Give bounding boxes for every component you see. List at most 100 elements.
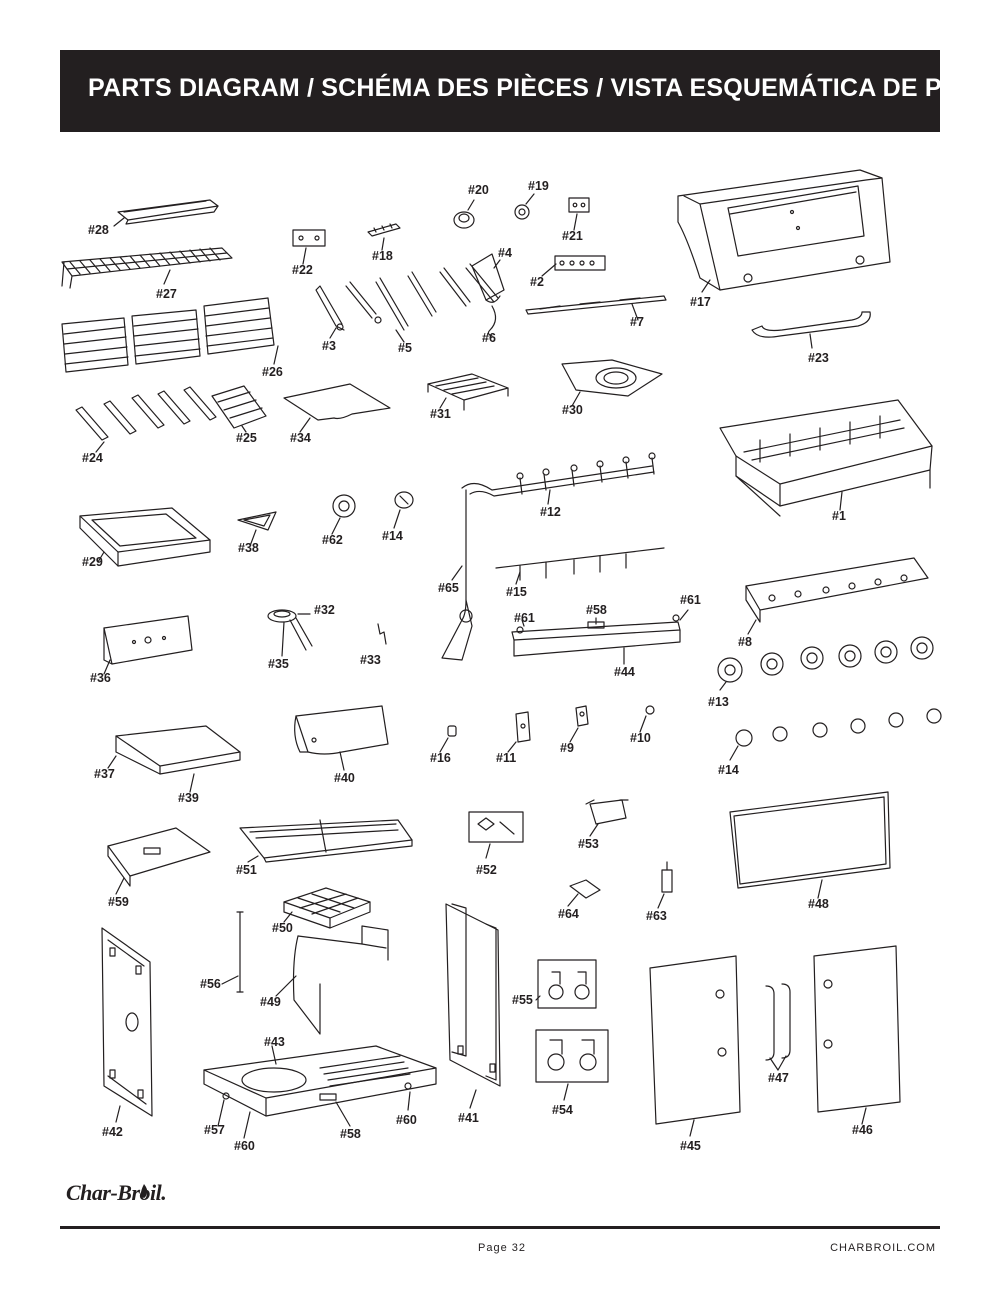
part-label-p60b: #60 — [396, 1113, 417, 1127]
part-6-drawing — [487, 305, 497, 337]
part-label-p37: #37 — [94, 767, 115, 781]
part-label-p43: #43 — [264, 1035, 285, 1049]
part-19-drawing — [514, 204, 530, 220]
part-25-drawing — [211, 385, 267, 429]
part-label-p38: #38 — [238, 541, 259, 555]
part-1-drawing — [719, 399, 933, 517]
part-label-p58b: #58 — [340, 1127, 361, 1141]
part-label-p30: #30 — [562, 403, 583, 417]
part-label-p41: #41 — [458, 1111, 479, 1125]
part-16-drawing — [447, 725, 457, 737]
part-38-drawing — [237, 511, 277, 531]
footer-rule — [60, 1226, 940, 1229]
page-title: PARTS DIAGRAM / SCHÉMA DES PIÈCES / VIST… — [88, 74, 1000, 102]
part-label-p21: #21 — [562, 229, 583, 243]
part-36-drawing — [103, 615, 193, 665]
part-label-p31: #31 — [430, 407, 451, 421]
part-44-drawing — [511, 614, 681, 657]
part-12-drawing — [461, 452, 656, 497]
part-label-p44: #44 — [614, 665, 635, 679]
part-29-drawing — [79, 507, 211, 567]
part-15-drawing — [495, 547, 665, 581]
part-43-drawing — [203, 1045, 437, 1117]
part-label-p54: #54 — [552, 1103, 573, 1117]
part-33-drawing — [377, 623, 387, 645]
part-label-p9: #9 — [560, 741, 574, 755]
part-label-p3: #3 — [322, 339, 336, 353]
part-18-drawing — [367, 223, 401, 237]
part-label-p14b: #14 — [718, 763, 739, 777]
part-label-p53: #53 — [578, 837, 599, 851]
part-35-drawing — [267, 609, 313, 651]
part-11-drawing — [515, 711, 531, 743]
part-14b-drawing — [735, 708, 942, 747]
part-31-drawing — [427, 373, 509, 411]
part-label-p48: #48 — [808, 897, 829, 911]
part-14a-drawing — [394, 491, 414, 509]
part-39-drawing — [115, 725, 241, 775]
page-header: PARTS DIAGRAM / SCHÉMA DES PIÈCES / VIST… — [60, 50, 1000, 132]
part-label-p59: #59 — [108, 895, 129, 909]
part-59-drawing — [107, 827, 211, 887]
part-64-drawing — [569, 879, 601, 899]
part-label-p22: #22 — [292, 263, 313, 277]
part-63-drawing — [661, 861, 673, 893]
part-label-p56: #56 — [200, 977, 221, 991]
part-49-drawing — [292, 925, 389, 1035]
part-label-p1: #1 — [832, 509, 846, 523]
part-label-p20: #20 — [468, 183, 489, 197]
part-20-drawing — [453, 211, 475, 229]
part-62-drawing — [332, 494, 356, 518]
part-40-drawing — [294, 705, 389, 755]
part-label-p47: #47 — [768, 1071, 789, 1085]
part-8-drawing — [745, 557, 929, 623]
part-label-p11: #11 — [496, 751, 516, 765]
part-label-p10: #10 — [630, 731, 651, 745]
part-label-p18: #18 — [372, 249, 393, 263]
part-47-drawing — [765, 983, 791, 1061]
brand-logo: Char-Broil. — [66, 1180, 167, 1205]
part-label-p13: #13 — [708, 695, 729, 709]
part-label-p55: #55 — [512, 993, 533, 1007]
part-label-p62: #62 — [322, 533, 343, 547]
part-50-drawing — [283, 887, 371, 929]
part-46-drawing — [813, 945, 901, 1113]
part-label-p27: #27 — [156, 287, 177, 301]
flame-icon — [141, 1184, 148, 1198]
part-27-drawing — [61, 247, 233, 289]
part-label-p6: #6 — [482, 331, 496, 345]
part-30-drawing — [561, 359, 663, 397]
part-label-p57: #57 — [204, 1123, 225, 1137]
part-label-p45: #45 — [680, 1139, 701, 1153]
part-label-p4: #4 — [498, 246, 512, 260]
part-label-p23: #23 — [808, 351, 829, 365]
part-21-drawing — [568, 197, 590, 213]
part-label-p49: #49 — [260, 995, 281, 1009]
part-45-drawing — [649, 955, 741, 1125]
part-label-p42: #42 — [102, 1125, 123, 1139]
part-3-5-drawing — [315, 263, 499, 331]
part-53-drawing — [585, 799, 629, 825]
part-17-drawing — [677, 169, 891, 291]
part-label-p52: #52 — [476, 863, 497, 877]
part-label-p7: #7 — [630, 315, 644, 329]
website-url: CHARBROIL.COM — [830, 1242, 936, 1254]
part-label-p34: #34 — [290, 431, 311, 445]
part-label-p65: #65 — [438, 581, 459, 595]
page-number: Page 32 — [478, 1242, 526, 1254]
part-label-p64: #64 — [558, 907, 579, 921]
part-label-p33: #33 — [360, 653, 381, 667]
part-label-p8: #8 — [738, 635, 752, 649]
part-label-p25: #25 — [236, 431, 257, 445]
part-label-p2: #2 — [530, 275, 544, 289]
part-label-p50: #50 — [272, 921, 293, 935]
part-label-p24: #24 — [82, 451, 103, 465]
part-label-p16: #16 — [430, 751, 451, 765]
part-label-p35: #35 — [268, 657, 289, 671]
part-52-drawing — [468, 811, 524, 843]
part-56-drawing — [236, 911, 244, 993]
part-2-drawing — [554, 255, 606, 271]
part-label-p19: #19 — [528, 179, 549, 193]
part-41-drawing — [445, 903, 501, 1087]
